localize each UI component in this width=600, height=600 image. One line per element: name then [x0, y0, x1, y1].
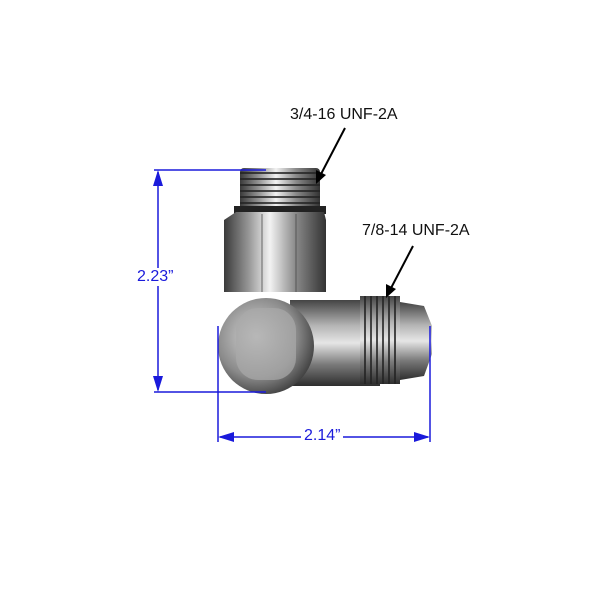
top-thread-label: 3/4-16 UNF-2A: [290, 106, 398, 123]
fitting-photo: [218, 168, 432, 394]
width-dimension-label: 2.14”: [301, 427, 344, 445]
leader-arrows: [316, 127, 414, 298]
side-thread-label: 7/8-14 UNF-2A: [362, 222, 470, 239]
dimension-lines: [153, 169, 431, 442]
height-dimension-label: 2.23”: [134, 268, 177, 286]
